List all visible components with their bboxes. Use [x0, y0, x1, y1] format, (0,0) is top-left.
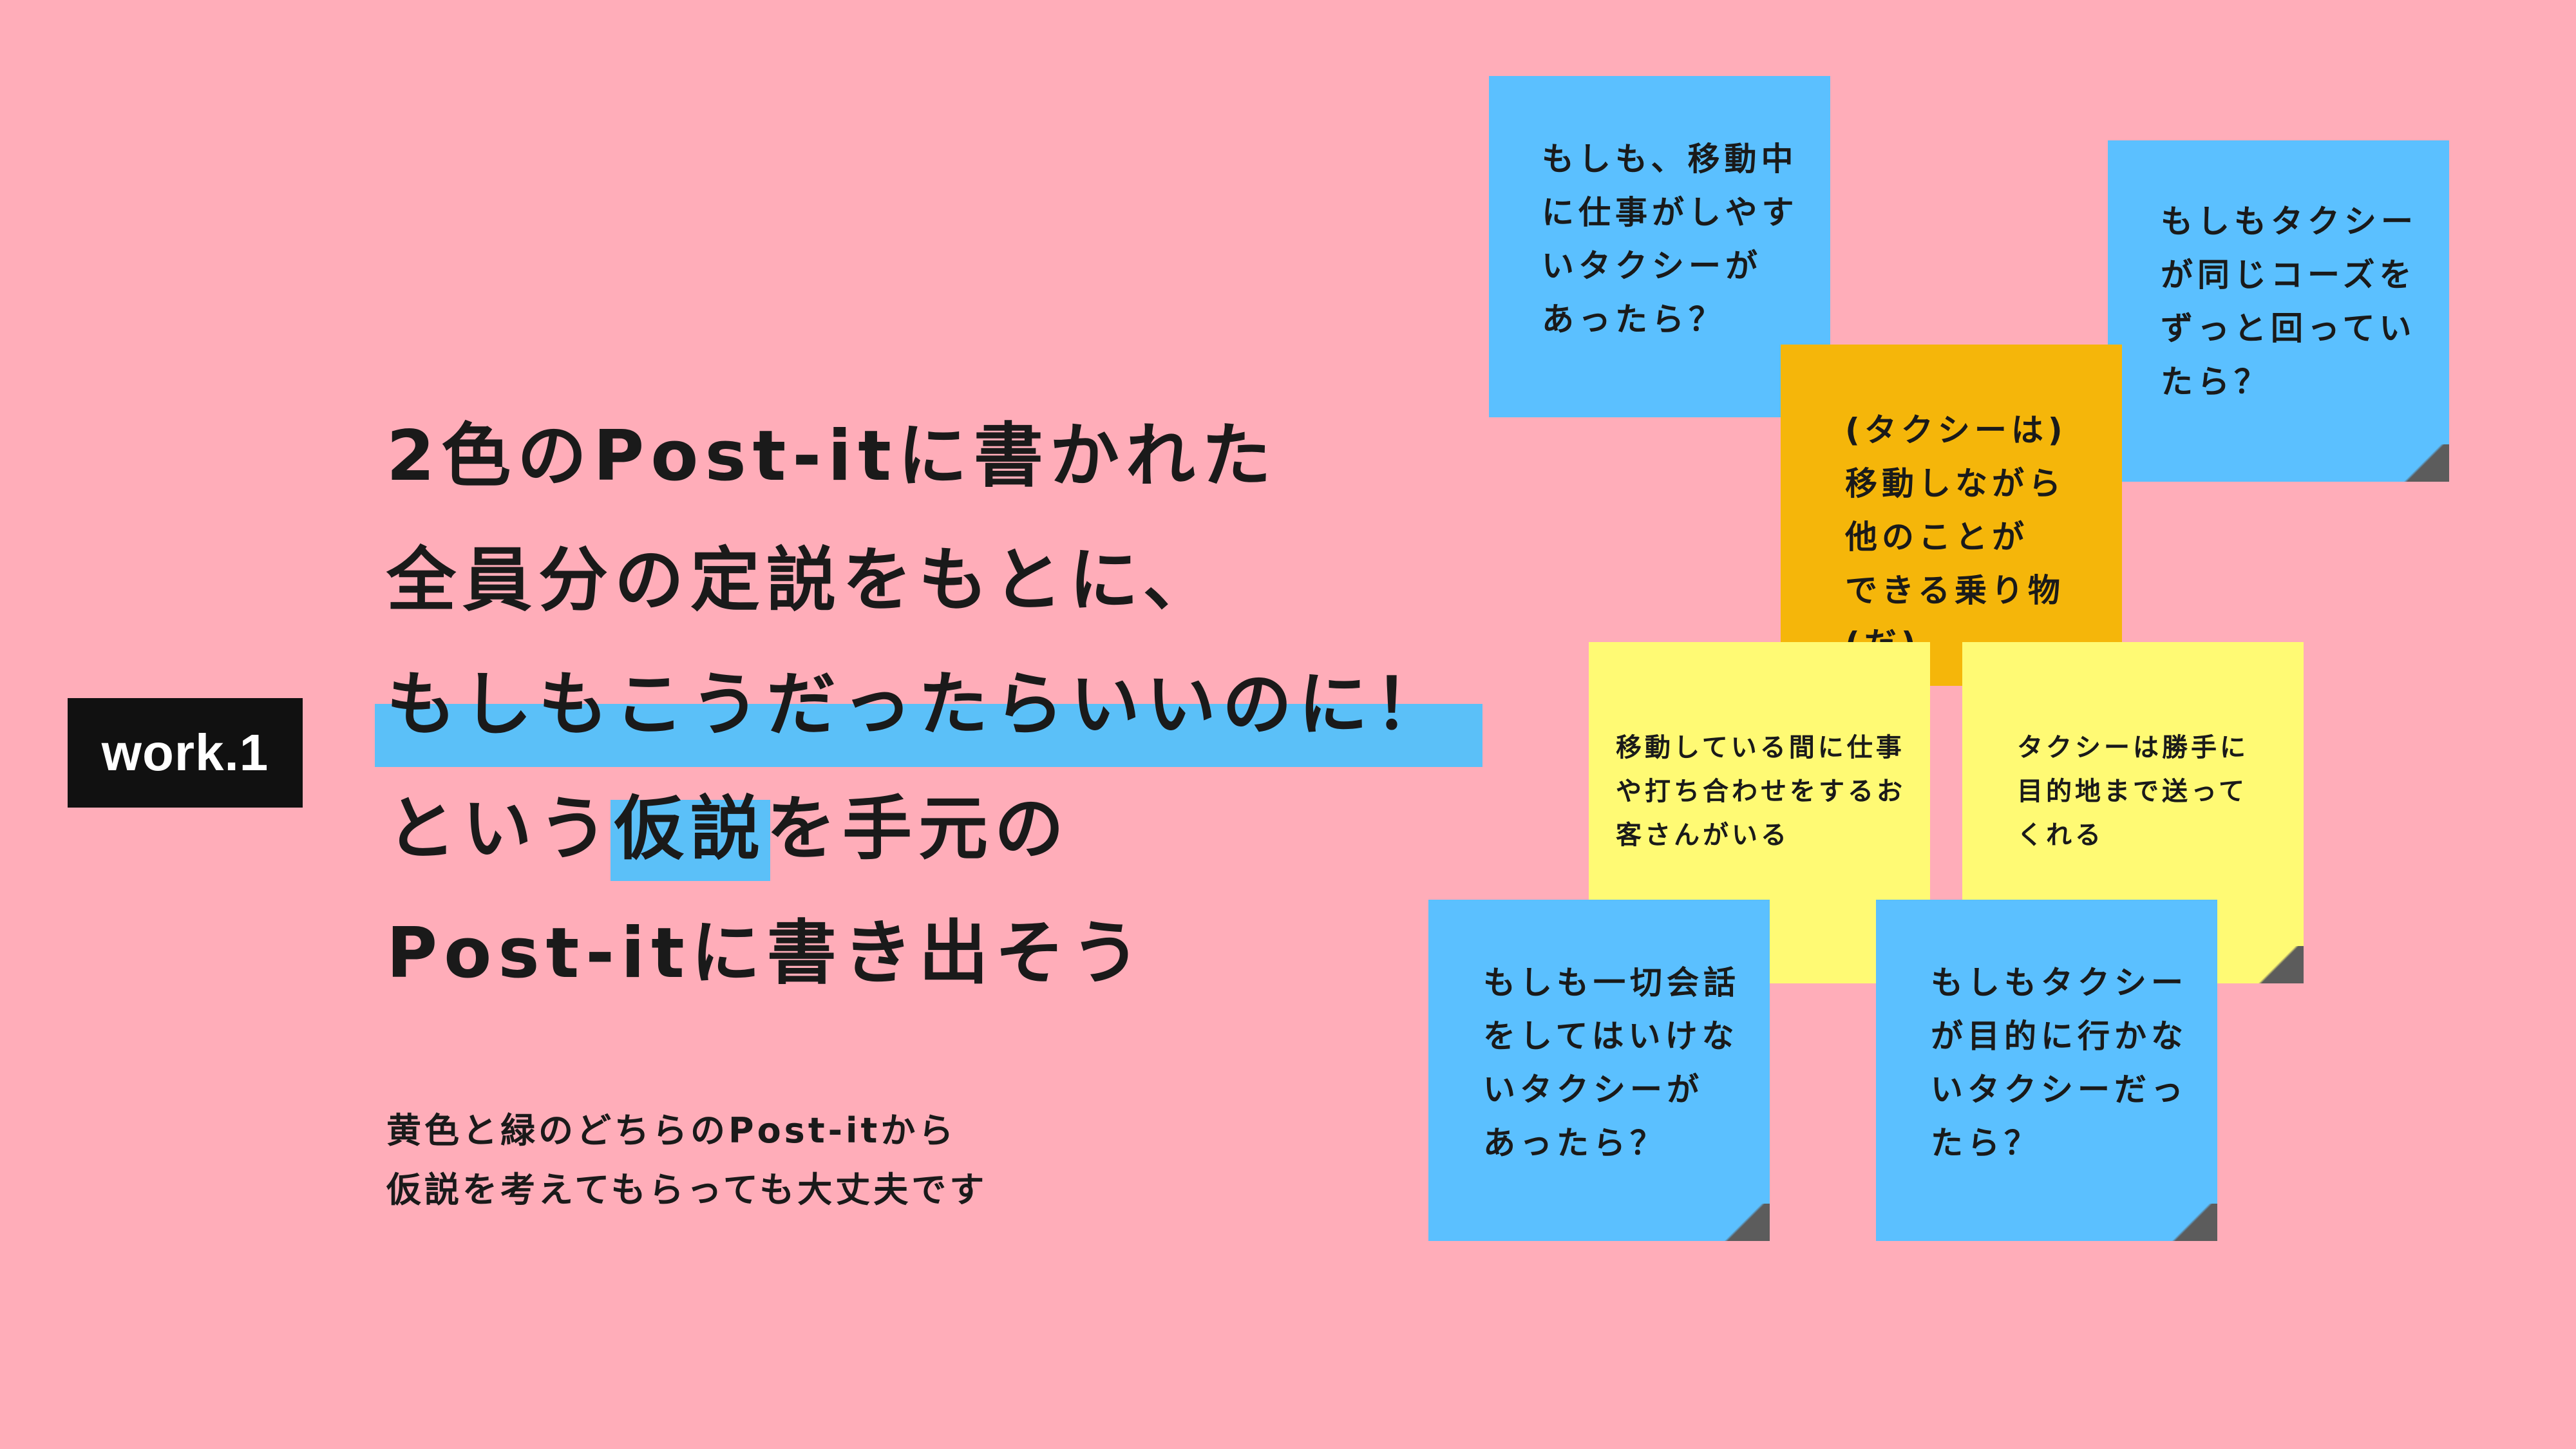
sticky-note-text: (タクシーは) 移動しながら 他のことが できる乗り物(だ) [1845, 412, 2067, 663]
heading-line-5: Post-itに書き出そう [386, 919, 1450, 1043]
sticky-note-blue: もしもタクシー が同じコーズを ずっと回ってい たら？ [2108, 140, 2449, 482]
sticky-note-text: タクシーは勝手に 目的地まで送って くれる [2017, 733, 2249, 850]
sticky-note-text: 移動している間に仕事 や打ち合わせをするお 客さんがいる [1616, 733, 1906, 850]
sticky-note-text: もしも一切会話 をしてはいけな いタクシーが あったら？ [1483, 964, 1740, 1162]
heading-line-4-before: という [386, 789, 615, 869]
heading-line-2-text: 全員分の定説をもとに、 [386, 540, 1219, 621]
highlight-word: 仮説 [611, 789, 771, 881]
sub-text-line-1: 黄色と緑のどちらのPost-itから [386, 1110, 957, 1151]
sticky-note-text: もしもタクシー が同じコーズを ずっと回ってい たら？ [2161, 203, 2418, 401]
heading-line-5-text: Post-itに書き出そう [386, 913, 1147, 994]
work-badge: work.1 [68, 698, 303, 808]
sticky-note-blue: もしも一切会話 をしてはいけな いタクシーが あったら？ [1428, 900, 1770, 1241]
sticky-note-yellow: 移動している間に仕事 や打ち合わせをするお 客さんがいる [1589, 642, 1930, 983]
work-badge-label: work.1 [101, 724, 269, 781]
heading-line-3: もしもこうだったらいいのに！ [375, 670, 1482, 795]
sticky-note-blue: もしもタクシー が目的に行かな いタクシーだっ たら？ [1876, 900, 2217, 1241]
heading-line-4: という仮説を手元の [386, 795, 1450, 919]
heading-line-3-text: もしもこうだったらいいのに！ [386, 665, 1451, 745]
sticky-note-text: もしも、移動中 に仕事がしやす いタクシーが あったら？ [1542, 140, 1799, 338]
heading-line-1: 2色のPost-itに書かれた [386, 422, 1450, 546]
sticky-note-orange: (タクシーは) 移動しながら 他のことが できる乗り物(だ) [1781, 345, 2122, 686]
sub-text-line-2: 仮説を考えてもらっても大丈夫です [386, 1170, 988, 1210]
sticky-note-text: もしもタクシー が目的に行かな いタクシーだっ たら？ [1931, 964, 2188, 1162]
main-heading: 2色のPost-itに書かれた 全員分の定説をもとに、 もしもこうだったらいいの… [375, 422, 1482, 1043]
highlight-bar [375, 704, 1482, 767]
heading-line-4-after: を手元の [766, 789, 1071, 869]
heading-line-1-text: 2色のPost-itに書かれた [386, 416, 1278, 497]
sub-text: 黄色と緑のどちらのPost-itから 仮説を考えてもらっても大丈夫です [386, 1101, 987, 1220]
sticky-note-blue: もしも、移動中 に仕事がしやす いタクシーが あったら？ [1489, 76, 1830, 417]
heading-line-4-text: という仮説を手元の [386, 789, 1071, 881]
heading-line-2: 全員分の定説をもとに、 [386, 546, 1450, 670]
